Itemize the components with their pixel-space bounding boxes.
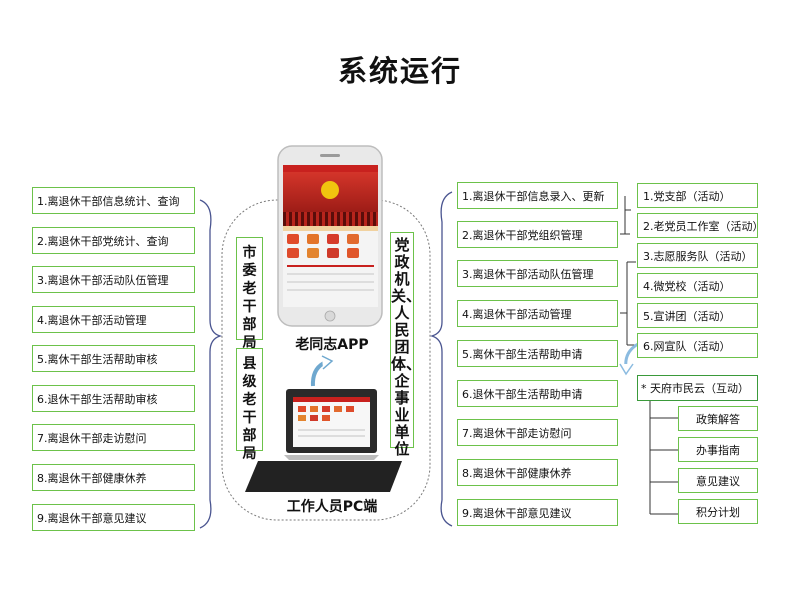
left-item: 6.退休干部生活帮助审核	[32, 385, 195, 412]
pc-caption: 工作人员PC端	[286, 499, 378, 515]
mid-item: 9.离退休干部意见建议	[457, 499, 618, 526]
tianfu-sub-item: 办事指南	[678, 437, 758, 462]
left-item: 3.离退休干部活动队伍管理	[32, 266, 195, 293]
app-caption: 老同志APP	[295, 337, 369, 353]
mid-item: 3.离退休干部活动队伍管理	[457, 260, 618, 287]
page-title: 系统运行	[337, 54, 462, 88]
activity-item: 1.党支部（活动）	[637, 183, 758, 208]
mid-item: 4.离退休干部活动管理	[457, 300, 618, 327]
activity-item: 2.老党员工作室（活动）	[637, 213, 758, 238]
left-item: 5.离休干部生活帮助审核	[32, 345, 195, 372]
left-item: 7.离退休干部走访慰问	[32, 424, 195, 451]
activity-item: 3.志愿服务队（活动）	[637, 243, 758, 268]
mid-item: 7.离退休干部走访慰问	[457, 419, 618, 446]
left-item: 2.离退休干部党统计、查询	[32, 227, 195, 254]
activity-item: 4.微党校（活动）	[637, 273, 758, 298]
left-item: 4.离退休干部活动管理	[32, 306, 195, 333]
app-banner	[283, 172, 378, 226]
mid-item: 5.离休干部生活帮助申请	[457, 340, 618, 367]
app-screen-mock	[283, 165, 378, 307]
app-icon-grid	[283, 231, 378, 261]
emblem-icon	[321, 181, 339, 199]
mid-item: 2.离退休干部党组织管理	[457, 221, 618, 248]
app-status-bar	[283, 165, 378, 172]
activity-item: 6.网宣队（活动）	[637, 333, 758, 358]
tianfu-sub-item: 政策解答	[678, 406, 758, 431]
tianfu-sub-item: 积分计划	[678, 499, 758, 524]
label-organizations: 党政机关、人民团体、企事业单位	[390, 232, 421, 458]
tianfu-sub-item: 意见建议	[678, 468, 758, 493]
left-item: 1.离退休干部信息统计、查询	[32, 187, 195, 214]
pc-screen-mock	[293, 397, 370, 447]
label-city-bureau: 市委老干部局	[236, 237, 263, 351]
mid-item: 1.离退休干部信息录入、更新	[457, 182, 618, 209]
mid-item: 6.退休干部生活帮助申请	[457, 380, 618, 407]
left-item: 9.离退休干部意见建议	[32, 504, 195, 531]
activity-item: 5.宣讲团（活动）	[637, 303, 758, 328]
tianfu-citizen-cloud: * 天府市民云（互动）	[637, 375, 758, 401]
mid-item: 8.离退休干部健康休养	[457, 459, 618, 486]
label-county-bureau: 县级老干部局	[236, 348, 263, 462]
left-item: 8.离退休干部健康休养	[32, 464, 195, 491]
